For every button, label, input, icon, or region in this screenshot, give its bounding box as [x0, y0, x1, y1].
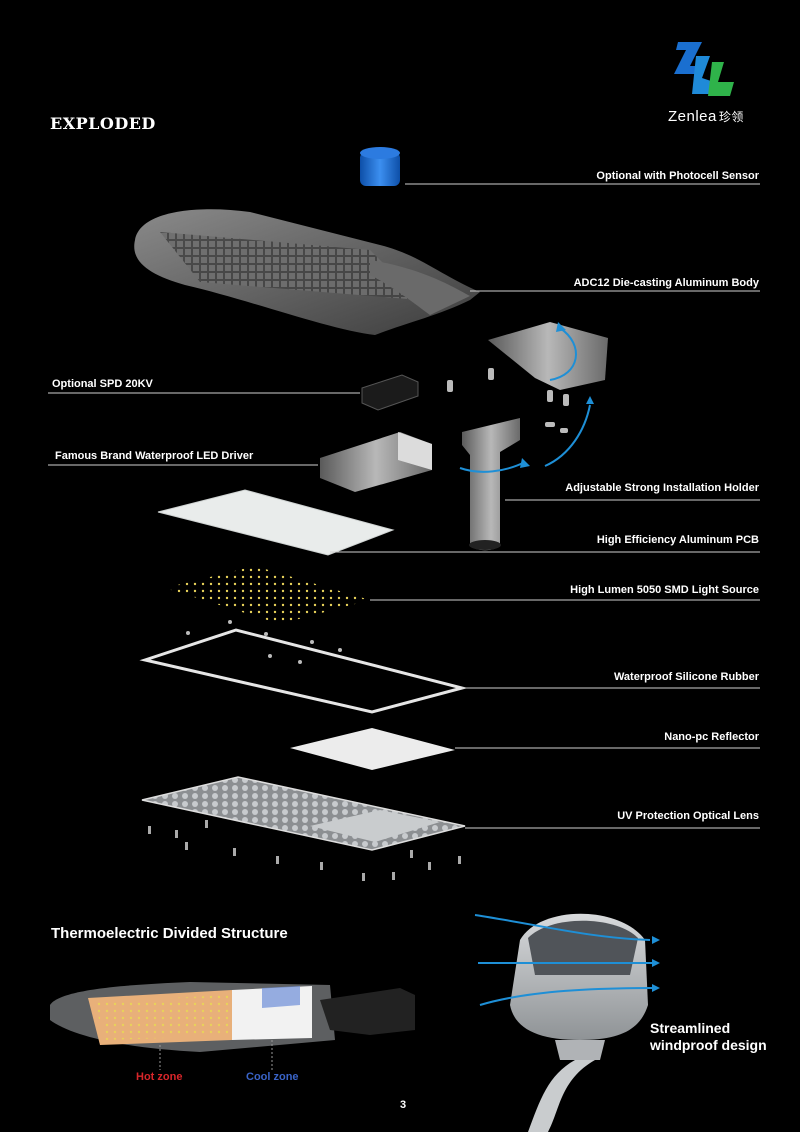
- label-spd: Optional SPD 20KV: [52, 378, 153, 390]
- logo-mark-icon: [674, 42, 734, 96]
- hot-zone-label: Hot zone: [136, 1071, 183, 1083]
- installation-holder: [462, 322, 608, 551]
- thermo-structure-image: [50, 982, 415, 1052]
- rotation-arrows: [459, 327, 591, 473]
- nano-pc-reflector: [290, 728, 455, 770]
- wind-arrows: [474, 914, 653, 1006]
- label-body: ADC12 Die-casting Aluminum Body: [573, 277, 759, 289]
- aluminum-body: [134, 209, 480, 335]
- smd-light-source: [165, 566, 370, 624]
- spd-module: [361, 374, 419, 411]
- windproof-line-2: windproof design: [650, 1037, 767, 1053]
- page-title: EXPLODED: [50, 114, 156, 133]
- cool-zone-label: Cool zone: [246, 1071, 299, 1083]
- label-holder: Adjustable Strong Installation Holder: [565, 482, 759, 494]
- label-lens: UV Protection Optical Lens: [617, 810, 759, 822]
- silicone-rubber-gasket: [139, 620, 468, 714]
- label-pcb: High Efficiency Aluminum PCB: [596, 534, 759, 546]
- label-light-source: High Lumen 5050 SMD Light Source: [570, 584, 759, 596]
- page-number: 3: [400, 1099, 407, 1111]
- photocell-sensor: [360, 147, 400, 186]
- windproof-line-1: Streamlined: [650, 1020, 731, 1036]
- thermo-title: Thermoelectric Divided Structure: [51, 925, 288, 942]
- aluminum-pcb: [157, 489, 395, 556]
- windproof-image: [510, 913, 648, 1132]
- label-driver: Famous Brand Waterproof LED Driver: [55, 450, 254, 462]
- optical-lens: [141, 776, 466, 881]
- windproof-caption: Streamlined windproof design: [650, 1020, 767, 1054]
- led-driver: [320, 432, 432, 492]
- label-rubber: Waterproof Silicone Rubber: [613, 671, 759, 683]
- label-photocell: Optional with Photocell Sensor: [596, 170, 759, 182]
- label-reflector: Nano-pc Reflector: [664, 731, 759, 743]
